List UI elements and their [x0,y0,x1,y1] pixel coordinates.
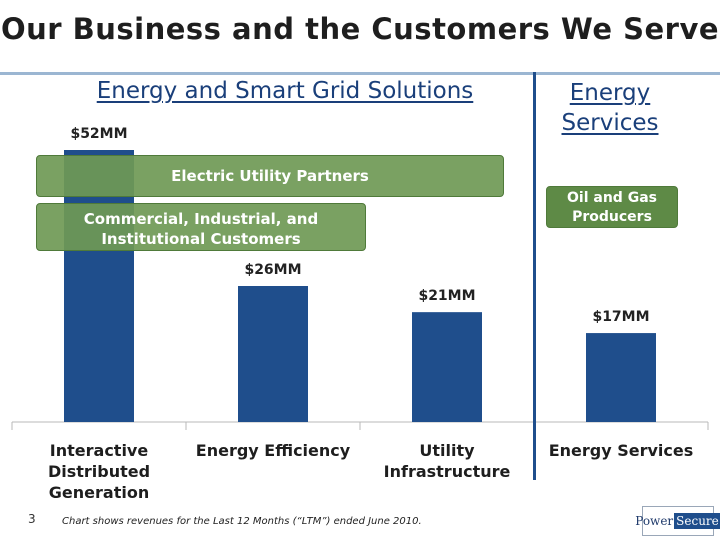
bar [238,286,308,422]
category-label: Energy Services [549,441,694,460]
data-label: $26MM [244,262,301,278]
section-divider [533,72,536,480]
customer-label-oil-gas: Oil and Gas Producers [546,186,678,228]
data-label: $52MM [70,126,127,142]
customer-label-line: Producers [572,209,652,225]
customer-label-commercial: Commercial, Industrial, and Institutiona… [36,203,366,251]
section-heading-line: Energy [569,80,651,106]
data-label: $21MM [418,288,475,304]
category-label: Utility [419,441,475,460]
category-label: Distributed [48,462,150,481]
footnote: Chart shows revenues for the Last 12 Mon… [62,516,422,527]
logo-text-power: Power [635,514,674,528]
section-heading-line: Services [561,110,659,136]
customer-label-line: Oil and Gas [567,190,657,206]
category-label: Infrastructure [384,462,511,481]
customer-label-line: Commercial, Industrial, and [83,210,319,228]
customer-label-utility: Electric Utility Partners [36,155,504,197]
category-label: Interactive [50,441,149,460]
section-heading-energy-services: Energy Services [540,78,680,138]
bar [412,312,482,422]
bar [586,333,656,422]
data-label: $17MM [592,309,649,325]
page-title: Our Business and the Customers We Serve [0,12,720,46]
customer-label-line: Institutional Customers [101,230,301,248]
section-heading-smart-grid: Energy and Smart Grid Solutions [96,78,474,104]
logo-text-secure: Secure [674,513,720,529]
category-label: Generation [49,483,149,502]
category-label: Energy Efficiency [196,441,351,460]
page-number: 3 [28,512,36,526]
powersecure-logo: Power Secure [635,506,720,536]
title-rule [0,72,720,75]
